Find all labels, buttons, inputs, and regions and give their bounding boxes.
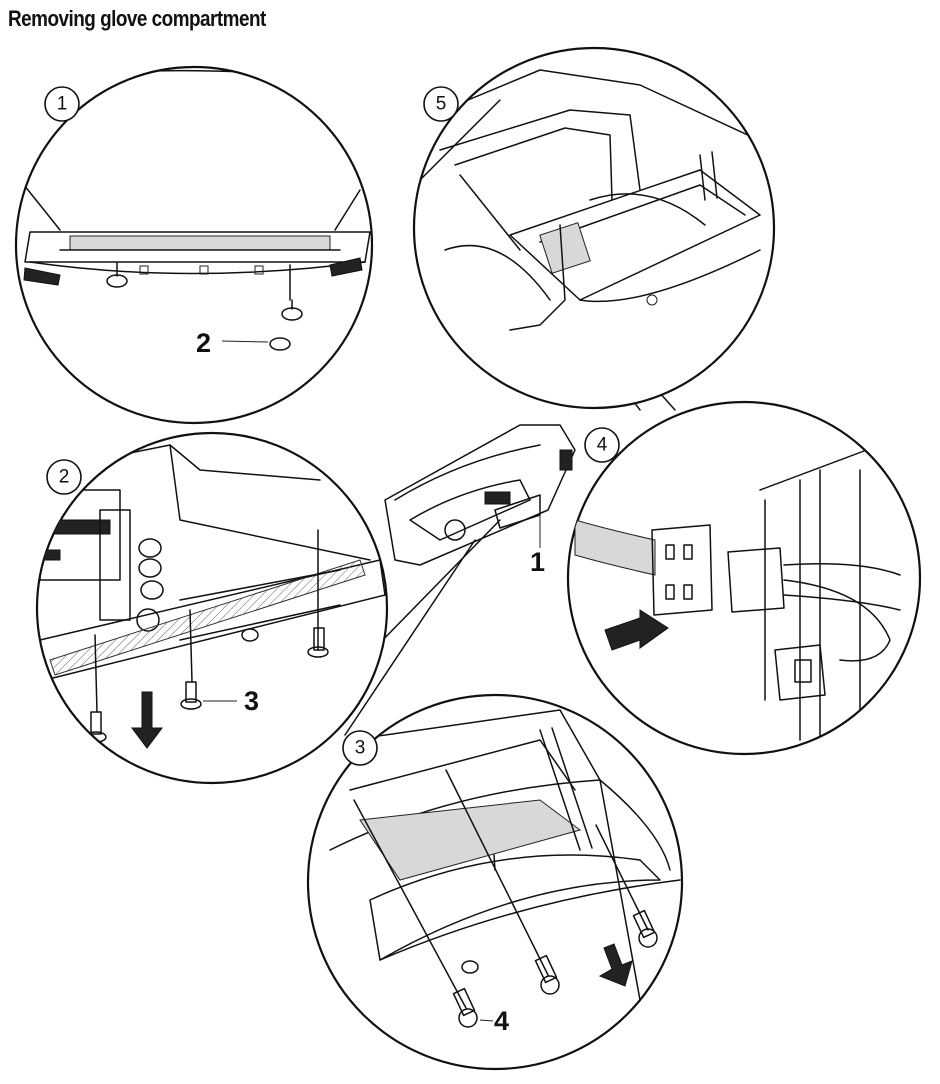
detail-3-circle (306, 693, 684, 1071)
page-title: Removing glove compartment (8, 6, 266, 31)
callout-2: 2 (196, 328, 211, 358)
callout-4: 4 (494, 1006, 509, 1036)
detail-1-circle (14, 65, 374, 425)
callout-3: 3 (244, 686, 259, 716)
svg-text:3: 3 (355, 738, 366, 759)
screw-bottom-mid (534, 954, 560, 995)
svg-text:5: 5 (436, 94, 447, 115)
step-badge-4: 4 (584, 427, 620, 463)
step-badge-5: 5 (423, 86, 459, 122)
svg-text:4: 4 (597, 435, 608, 456)
screw-bottom-right (632, 909, 658, 948)
step-badge-1: 1 (44, 86, 80, 122)
screw-bottom-left (452, 987, 478, 1028)
svg-text:2: 2 (59, 467, 70, 488)
step-badge-2: 2 (46, 459, 82, 495)
dashboard-overview (384, 424, 576, 566)
detail-2-circle (35, 431, 389, 785)
step-badge-3: 3 (342, 730, 378, 766)
svg-text:1: 1 (57, 94, 68, 115)
detail-4-circle (566, 400, 922, 756)
callout-1: 1 (530, 547, 545, 577)
detail-5-circle (412, 46, 776, 410)
